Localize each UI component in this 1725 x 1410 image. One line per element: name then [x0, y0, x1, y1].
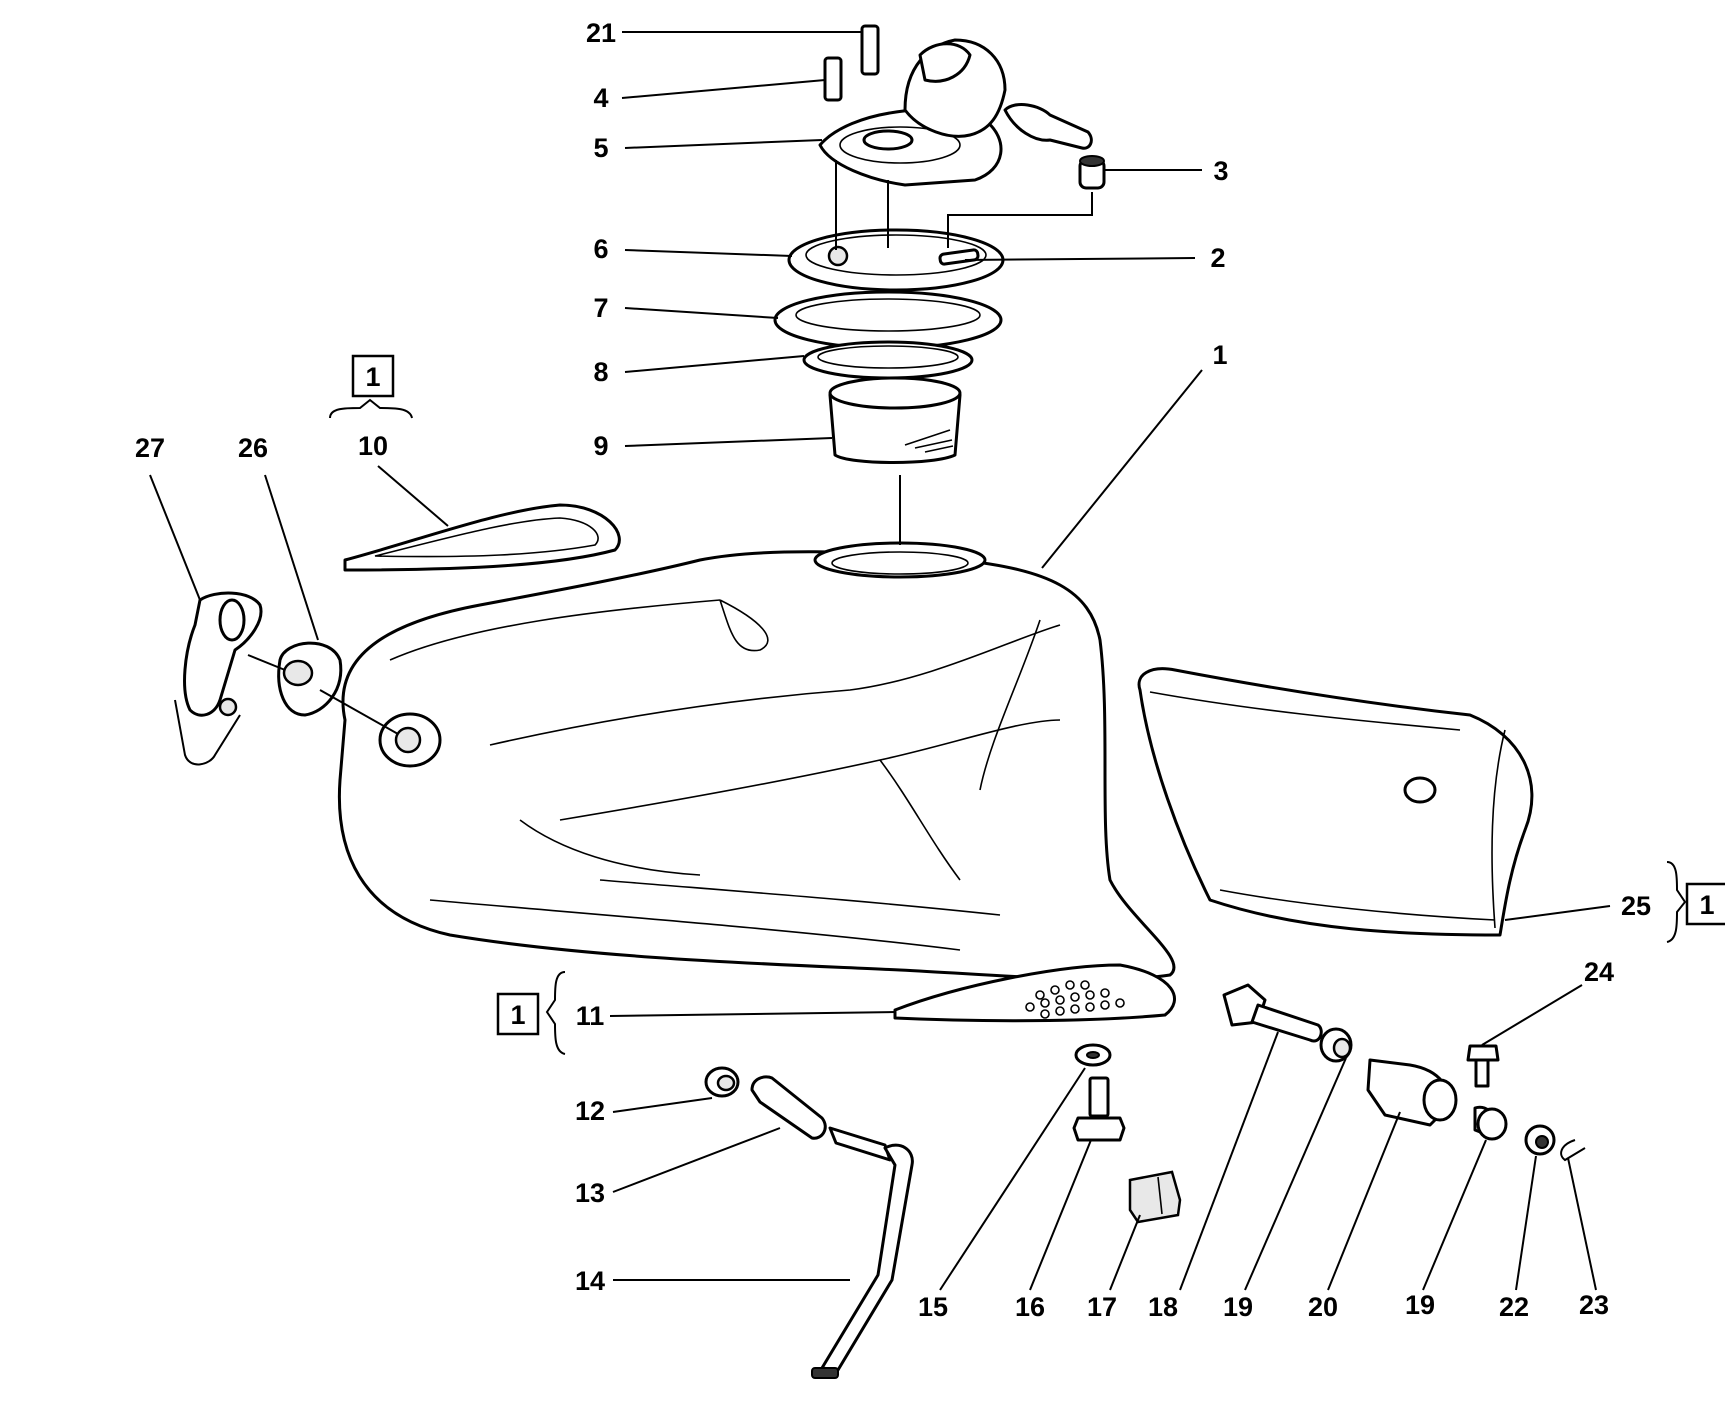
callout-12: 12 [575, 1096, 605, 1126]
callout-1: 1 [1212, 340, 1227, 370]
side-panel-part-25 [1137, 667, 1534, 937]
group-box-11: 1 [496, 971, 566, 1055]
callout-27: 27 [135, 433, 165, 463]
left-gasket-part-10 [343, 503, 621, 572]
callout-16: 16 [1015, 1292, 1045, 1322]
callout-22: 22 [1499, 1292, 1529, 1322]
bolt-part-16 [1072, 1076, 1126, 1142]
callout-19-right: 19 [1405, 1290, 1435, 1320]
washer-part-15 [1074, 1043, 1112, 1067]
lower-cover-part-11 [893, 963, 1176, 1023]
callout-19-left: 19 [1223, 1292, 1253, 1322]
group-box-10-text: 1 [365, 362, 380, 392]
callout-18: 18 [1148, 1292, 1178, 1322]
callout-8: 8 [593, 357, 608, 387]
callout-4: 4 [593, 83, 608, 113]
callout-3: 3 [1213, 156, 1228, 186]
callout-11: 11 [576, 1001, 605, 1031]
filler-cap-assembly [773, 24, 1106, 545]
hinge-pin-assembly [1222, 983, 1586, 1162]
callout-labels: 21 4 5 3 6 2 7 8 1 9 27 26 10 25 24 11 1… [135, 18, 1651, 1322]
group-box-25: 1 [1666, 861, 1725, 943]
callout-7: 7 [593, 293, 608, 323]
callout-5: 5 [593, 133, 608, 163]
fuel-tank [337, 541, 1176, 981]
group-box-11-text: 1 [510, 1000, 525, 1030]
callout-24: 24 [1584, 957, 1614, 987]
nut-part-17 [1128, 1170, 1182, 1224]
callout-9: 9 [593, 431, 608, 461]
callout-10: 10 [358, 431, 388, 461]
callout-25: 25 [1621, 891, 1651, 921]
callout-2: 2 [1210, 243, 1225, 273]
grommet-part-26 [247, 641, 399, 735]
breather-pipe-group [704, 1066, 914, 1379]
leader-lines [149, 31, 1611, 1291]
callout-26: 26 [238, 433, 268, 463]
group-box-25-text: 1 [1699, 890, 1714, 920]
group-box-10: 1 [329, 354, 413, 419]
callout-13: 13 [575, 1178, 605, 1208]
plug-part-3 [1078, 155, 1106, 190]
hinge-bracket-part-27 [174, 591, 263, 766]
callout-21: 21 [586, 18, 616, 48]
callout-15: 15 [918, 1292, 948, 1322]
callout-20: 20 [1308, 1292, 1338, 1322]
callout-6: 6 [593, 234, 608, 264]
callout-17: 17 [1087, 1292, 1117, 1322]
callout-14: 14 [575, 1266, 605, 1296]
callout-23: 23 [1579, 1290, 1609, 1320]
